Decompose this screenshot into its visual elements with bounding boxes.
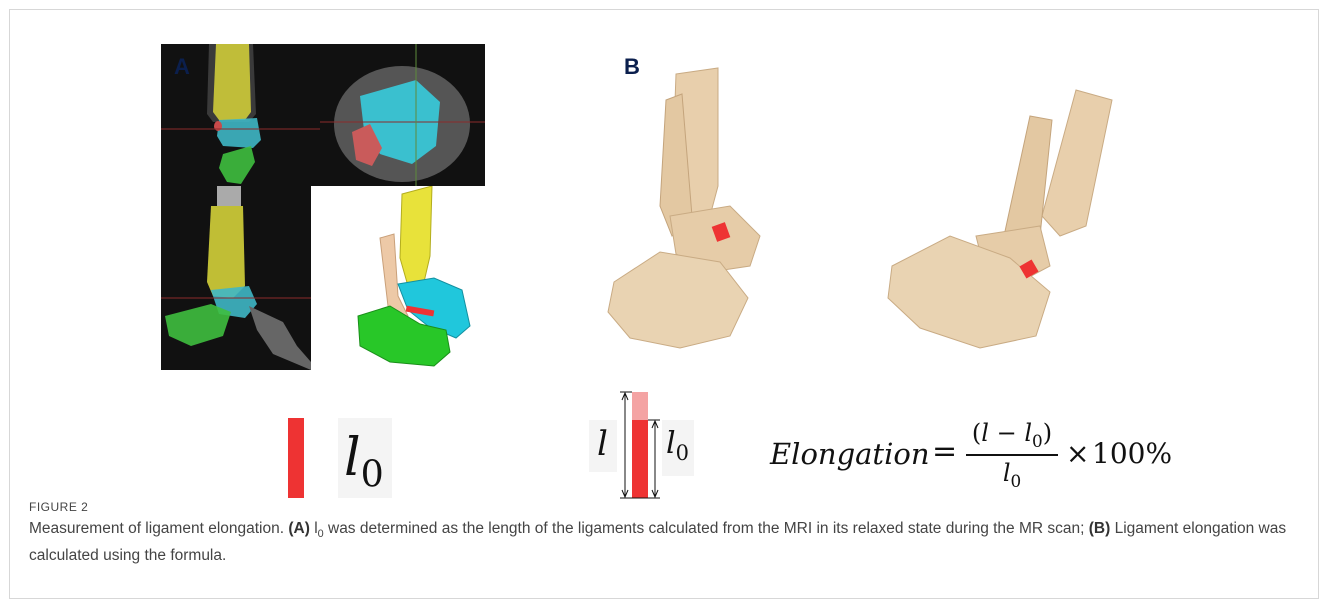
figure-caption: Measurement of ligament elongation. (A) … xyxy=(29,518,1299,567)
panel-a-3d-model xyxy=(350,186,480,370)
axial-mri-image xyxy=(320,44,485,186)
formula-equals: = xyxy=(932,434,957,470)
ankle-bone-model-1 xyxy=(600,66,780,356)
elongation-diagram xyxy=(618,390,662,502)
relaxed-ligament-bar xyxy=(288,418,304,498)
panel-a-label: A xyxy=(174,54,190,80)
elongation-formula: Elongation = (l − l0) l0 × 100% xyxy=(770,418,1180,498)
ankle-model-neutral xyxy=(600,66,780,356)
elongation-bars xyxy=(618,390,662,502)
axial-mri-view xyxy=(320,44,485,186)
segmented-bone-model xyxy=(350,186,480,370)
sagittal-mri-view xyxy=(161,186,311,370)
l-symbol: l xyxy=(597,424,608,464)
ankle-bone-model-2 xyxy=(880,86,1130,356)
relaxed-segment xyxy=(632,420,648,498)
l0-symbol: l0 xyxy=(344,428,384,504)
sagittal-mri-image xyxy=(161,186,311,370)
fraction-bar xyxy=(966,454,1058,456)
ankle-model-loaded xyxy=(880,86,1130,356)
formula-numerator: (l − l0) xyxy=(966,418,1058,456)
formula-lhs: Elongation xyxy=(770,436,930,472)
formula-percent: 100% xyxy=(1092,436,1172,472)
stretched-segment xyxy=(632,392,648,420)
formula-denominator: l0 xyxy=(966,458,1058,496)
l0-symbol-b: l0 xyxy=(666,424,689,473)
figure-label: FIGURE 2 xyxy=(29,500,88,514)
formula-times: × xyxy=(1066,436,1089,472)
